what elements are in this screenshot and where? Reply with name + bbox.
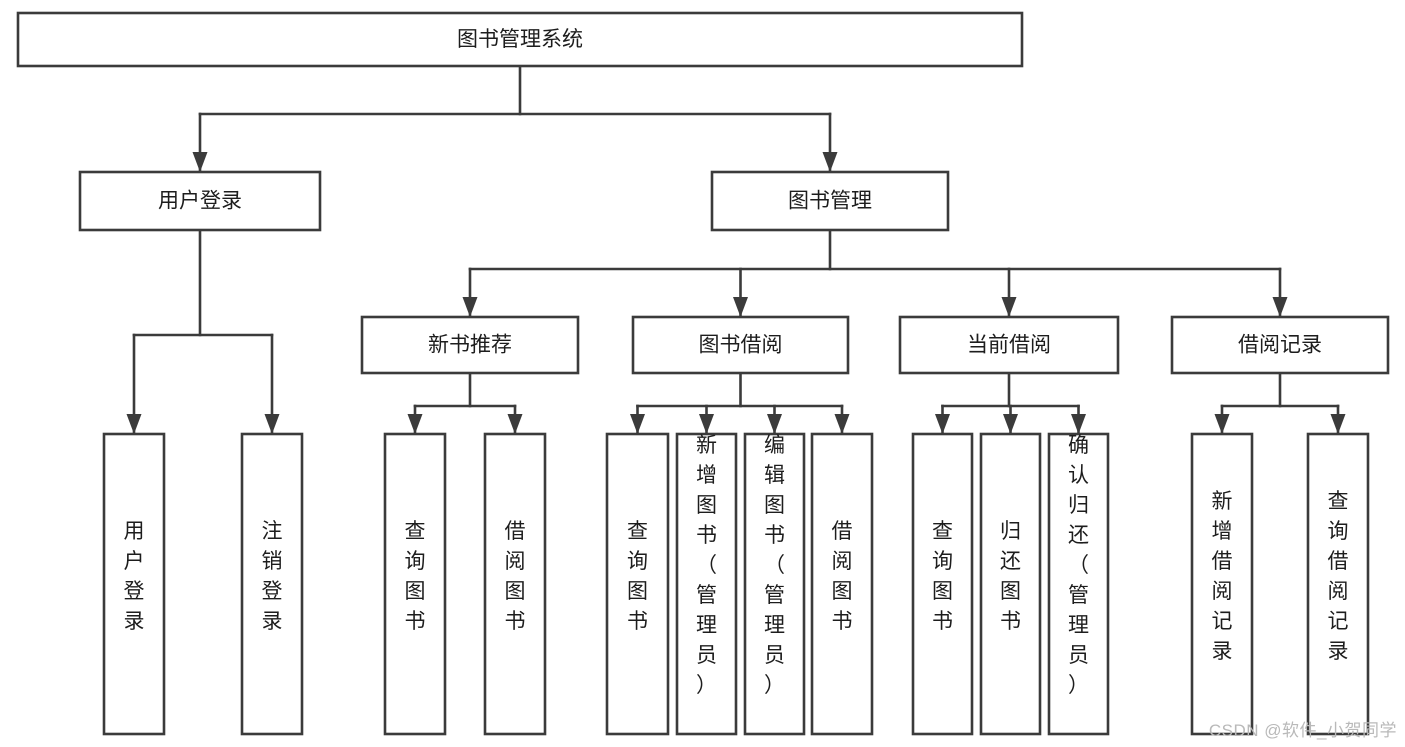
connector-layer xyxy=(126,64,1346,435)
node-leaf-borrow-book-2[interactable]: 借阅图书 xyxy=(810,432,874,736)
arrow-head-icon xyxy=(1272,297,1288,317)
node-leaf-return-book-box xyxy=(979,432,1042,736)
node-leaf-query-book-1-box xyxy=(383,432,447,736)
node-layer: 图书管理系统用户登录图书管理新书推荐图书借阅当前借阅借阅记录用户登录注销登录查询… xyxy=(16,11,1390,736)
node-book-manage[interactable]: 图书管理 xyxy=(710,170,950,232)
node-book-borrow[interactable]: 图书借阅 xyxy=(631,315,850,375)
node-leaf-borrow-book-1-box xyxy=(483,432,547,736)
arrow-head-icon xyxy=(1071,414,1086,434)
node-leaf-query-borrow-record-label: 查询借阅记录 xyxy=(1328,490,1349,663)
arrow-head-icon xyxy=(407,414,423,434)
node-leaf-confirm-return-admin-label: 确认归还（管理员） xyxy=(1068,434,1089,697)
node-user-login-label: 用户登录 xyxy=(158,190,242,213)
node-borrow-record-box xyxy=(1170,315,1390,375)
node-new-book-recommend[interactable]: 新书推荐 xyxy=(360,315,580,375)
node-leaf-user-login-label: 用户登录 xyxy=(124,520,145,633)
node-book-borrow-label: 图书借阅 xyxy=(699,334,783,357)
node-root-label: 图书管理系统 xyxy=(457,28,583,51)
node-current-borrow-label: 当前借阅 xyxy=(967,334,1051,357)
node-leaf-query-book-3[interactable]: 查询图书 xyxy=(911,432,974,736)
node-current-borrow[interactable]: 当前借阅 xyxy=(898,315,1120,375)
node-leaf-add-borrow-record-label: 新增借阅记录 xyxy=(1212,490,1233,663)
node-leaf-confirm-return-admin-box xyxy=(1047,432,1110,736)
node-new-book-recommend-box xyxy=(360,315,580,375)
node-leaf-return-book-label: 归还图书 xyxy=(1000,520,1021,633)
arrow-head-icon xyxy=(733,297,748,317)
node-leaf-add-borrow-record-box xyxy=(1190,432,1254,736)
arrow-head-icon xyxy=(935,414,950,434)
node-leaf-edit-book-admin[interactable]: 编辑图书（管理员） xyxy=(743,432,806,736)
node-leaf-borrow-book-2-label: 借阅图书 xyxy=(832,520,853,633)
arrow-head-icon xyxy=(1214,414,1230,434)
arrow-head-icon xyxy=(126,414,142,434)
node-book-borrow-box xyxy=(631,315,850,375)
arrow-head-icon xyxy=(1001,297,1017,317)
arrow-head-icon xyxy=(264,414,280,434)
node-leaf-logout-login[interactable]: 注销登录 xyxy=(240,432,304,736)
node-book-manage-label: 图书管理 xyxy=(788,190,872,213)
node-leaf-query-borrow-record-box xyxy=(1306,432,1370,736)
node-new-book-recommend-label: 新书推荐 xyxy=(428,334,512,357)
node-leaf-logout-login-label: 注销登录 xyxy=(262,520,283,633)
arrow-head-icon xyxy=(834,414,850,434)
arrow-head-icon xyxy=(630,414,645,434)
node-leaf-query-book-2-box xyxy=(605,432,670,736)
node-leaf-edit-book-admin-label: 编辑图书（管理员） xyxy=(764,434,785,697)
arrow-head-icon xyxy=(1003,414,1018,434)
node-borrow-record-label: 借阅记录 xyxy=(1238,334,1322,357)
node-user-login-box xyxy=(78,170,322,232)
node-leaf-add-book-admin-box xyxy=(675,432,738,736)
node-current-borrow-box xyxy=(898,315,1120,375)
node-leaf-query-book-3-label: 查询图书 xyxy=(932,520,953,633)
csdn-watermark: CSDN @软件_小贺同学 xyxy=(1208,721,1397,740)
node-borrow-record[interactable]: 借阅记录 xyxy=(1170,315,1390,375)
arrow-head-icon xyxy=(699,414,714,434)
node-leaf-query-book-2-label: 查询图书 xyxy=(627,520,648,633)
arrow-head-icon xyxy=(192,152,208,172)
node-leaf-borrow-book-2-box xyxy=(810,432,874,736)
node-leaf-user-login-box xyxy=(102,432,166,736)
node-leaf-borrow-book-1-label: 借阅图书 xyxy=(505,520,526,633)
node-book-manage-box xyxy=(710,170,950,232)
node-leaf-query-book-3-box xyxy=(911,432,974,736)
node-leaf-add-borrow-record[interactable]: 新增借阅记录 xyxy=(1190,432,1254,736)
node-root[interactable]: 图书管理系统 xyxy=(16,11,1024,68)
arrow-head-icon xyxy=(822,152,838,172)
arrow-head-icon xyxy=(462,297,478,317)
node-leaf-borrow-book-1[interactable]: 借阅图书 xyxy=(483,432,547,736)
node-leaf-return-book[interactable]: 归还图书 xyxy=(979,432,1042,736)
node-leaf-edit-book-admin-box xyxy=(743,432,806,736)
node-leaf-logout-login-box xyxy=(240,432,304,736)
node-leaf-user-login[interactable]: 用户登录 xyxy=(102,432,166,736)
arrow-head-icon xyxy=(507,414,523,434)
node-root-box xyxy=(16,11,1024,68)
node-leaf-query-book-1[interactable]: 查询图书 xyxy=(383,432,447,736)
node-leaf-query-book-2[interactable]: 查询图书 xyxy=(605,432,670,736)
node-leaf-confirm-return-admin[interactable]: 确认归还（管理员） xyxy=(1047,432,1110,736)
node-leaf-add-book-admin-label: 新增图书（管理员） xyxy=(696,434,717,697)
arrow-head-icon xyxy=(1330,414,1346,434)
node-leaf-add-book-admin[interactable]: 新增图书（管理员） xyxy=(675,432,738,736)
node-leaf-query-borrow-record[interactable]: 查询借阅记录 xyxy=(1306,432,1370,736)
arrow-head-icon xyxy=(767,414,782,434)
node-leaf-query-book-1-label: 查询图书 xyxy=(405,520,426,633)
node-user-login[interactable]: 用户登录 xyxy=(78,170,322,232)
